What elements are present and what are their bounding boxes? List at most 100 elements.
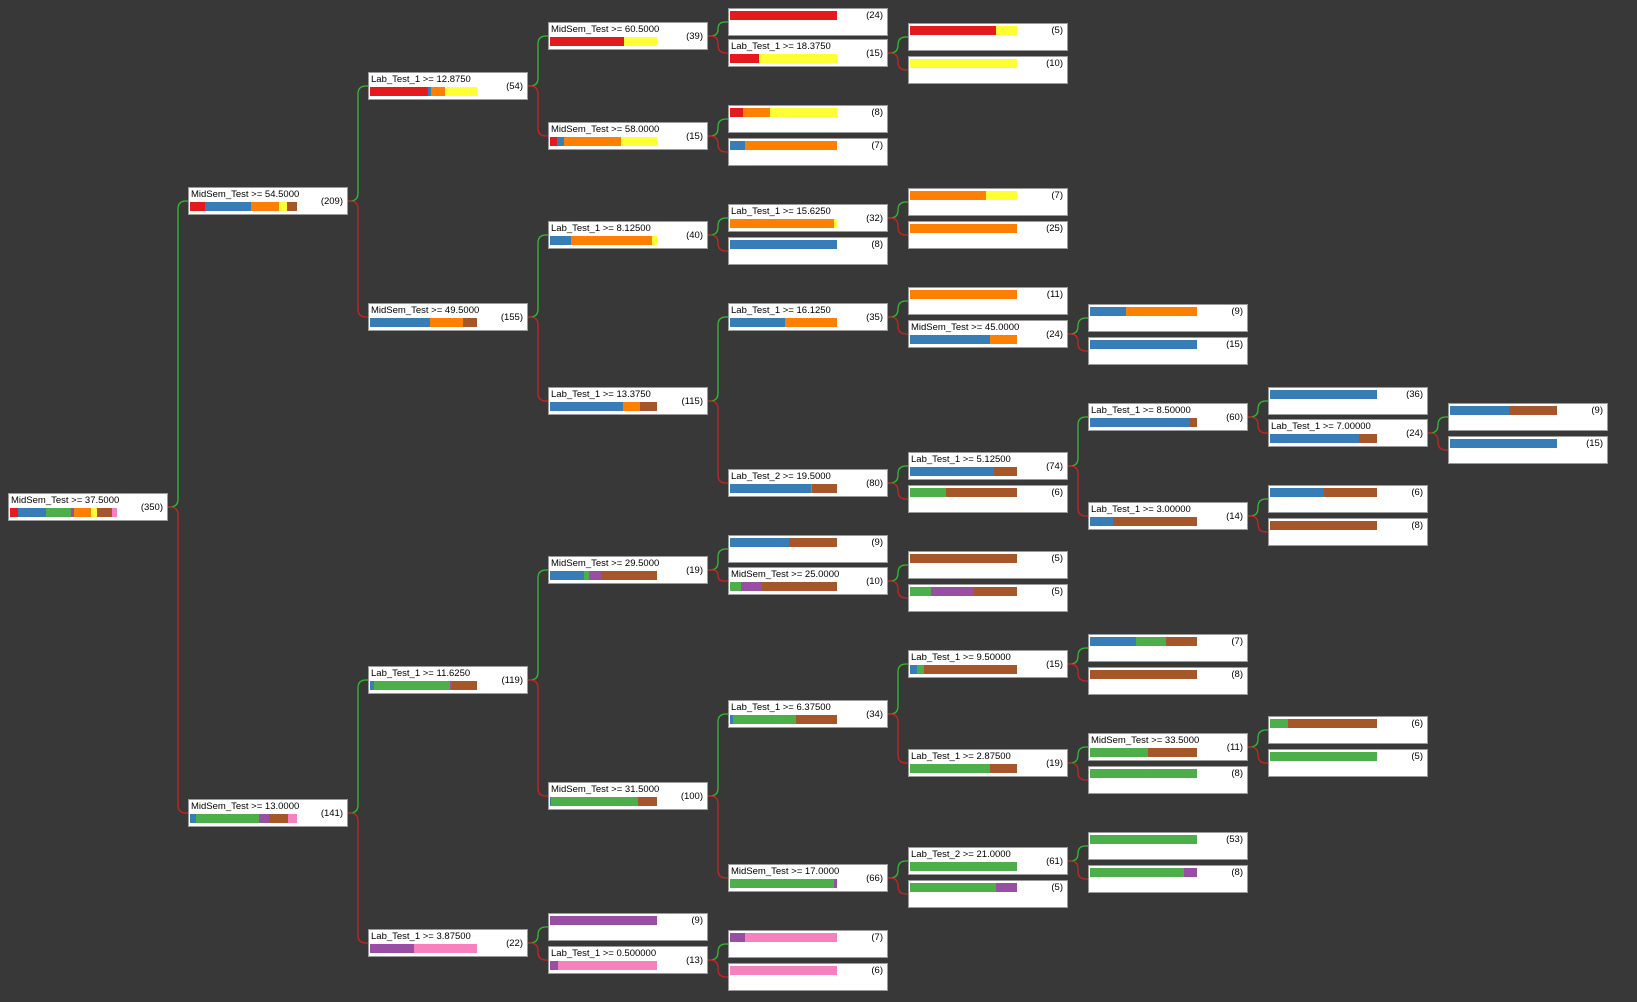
class-segment: [196, 814, 259, 823]
class-segment: [730, 108, 744, 117]
leaf-node: (5): [1268, 749, 1428, 777]
class-segment: [430, 87, 446, 96]
class-distribution-bar: [730, 538, 837, 547]
split-node: Lab_Test_1 >= 15.6250(32): [728, 204, 888, 232]
leaf-node: (15): [1448, 436, 1608, 464]
yes-branch-edge: [1068, 845, 1088, 862]
yes-branch-edge: [708, 713, 728, 797]
class-segment: [730, 538, 790, 547]
class-segment: [430, 318, 463, 327]
class-segment: [269, 814, 288, 823]
node-condition: Lab_Test_1 >= 2.87500: [911, 751, 1011, 762]
node-condition: Lab_Test_1 >= 8.12500: [551, 223, 651, 234]
node-condition: MidSem_Test >= 17.0000: [731, 866, 840, 877]
node-condition: MidSem_Test >= 58.0000: [551, 124, 660, 135]
node-condition: MidSem_Test >= 37.5000: [11, 495, 120, 506]
class-segment: [730, 240, 837, 249]
leaf-node: (8): [728, 105, 888, 133]
node-condition: Lab_Test_1 >= 3.00000: [1091, 504, 1191, 515]
no-branch-edge: [888, 482, 908, 500]
class-segment: [1090, 637, 1136, 646]
class-distribution-bar: [730, 484, 837, 493]
class-distribution-bar: [730, 966, 837, 975]
node-condition: MidSem_Test >= 25.0000: [731, 569, 840, 580]
class-segment: [833, 219, 837, 228]
class-distribution-bar: [910, 26, 1017, 35]
class-segment: [740, 582, 763, 591]
node-count: (9): [691, 915, 703, 926]
node-condition: Lab_Test_1 >= 3.87500: [371, 931, 471, 942]
leaf-node: (10): [908, 56, 1068, 84]
class-segment: [1090, 769, 1197, 778]
yes-branch-edge: [708, 118, 728, 137]
class-distribution-bar: [370, 87, 477, 96]
node-condition: Lab_Test_1 >= 9.50000: [911, 652, 1011, 663]
class-distribution-bar: [730, 318, 837, 327]
class-distribution-bar: [1270, 719, 1377, 728]
class-distribution-bar: [910, 587, 1017, 596]
class-segment: [637, 797, 657, 806]
split-node: Lab_Test_1 >= 3.00000(14): [1088, 502, 1248, 530]
no-branch-edge: [708, 135, 728, 153]
no-branch-edge: [888, 217, 908, 236]
class-distribution-bar: [910, 59, 1017, 68]
class-segment: [910, 764, 991, 773]
class-distribution-bar: [550, 916, 657, 925]
node-condition: MidSem_Test >= 54.5000: [191, 189, 300, 200]
class-distribution-bar: [910, 488, 1017, 497]
node-count: (39): [686, 31, 703, 42]
node-count: (11): [1226, 742, 1243, 753]
leaf-node: (9): [728, 535, 888, 563]
yes-branch-edge: [888, 300, 908, 318]
node-condition: MidSem_Test >= 49.5000: [371, 305, 480, 316]
class-distribution-bar: [1270, 752, 1377, 761]
class-segment: [622, 402, 641, 411]
class-distribution-bar: [730, 141, 837, 150]
node-condition: Lab_Test_1 >= 13.3750: [551, 389, 651, 400]
class-segment: [373, 681, 450, 690]
node-count: (100): [680, 791, 703, 802]
class-distribution-bar: [730, 582, 837, 591]
class-segment: [18, 508, 47, 517]
node-count: (9): [1231, 306, 1243, 317]
split-node: Lab_Test_1 >= 8.50000(60): [1088, 403, 1248, 431]
class-distribution-bar: [1090, 637, 1197, 646]
class-distribution-bar: [1090, 340, 1197, 349]
class-segment: [910, 587, 932, 596]
class-segment: [413, 944, 477, 953]
class-segment: [730, 11, 837, 20]
class-segment: [730, 966, 837, 975]
class-segment: [730, 933, 746, 942]
class-segment: [1112, 517, 1197, 526]
split-node: Lab_Test_1 >= 11.6250(119): [368, 666, 528, 694]
class-segment: [910, 554, 1017, 563]
class-segment: [550, 137, 558, 146]
node-condition: MidSem_Test >= 31.5000: [551, 784, 660, 795]
class-segment: [1148, 748, 1197, 757]
split-node: Lab_Test_1 >= 18.3750(15): [728, 39, 888, 67]
split-node: Lab_Test_1 >= 16.1250(35): [728, 303, 888, 331]
class-distribution-bar: [370, 944, 477, 953]
node-count: (155): [500, 312, 523, 323]
node-condition: Lab_Test_1 >= 11.6250: [371, 668, 471, 679]
class-segment: [557, 137, 565, 146]
class-segment: [1270, 488, 1324, 497]
yes-branch-edge: [888, 36, 908, 54]
node-count: (6): [1051, 487, 1063, 498]
class-segment: [1135, 637, 1167, 646]
class-segment: [370, 87, 428, 96]
class-segment: [370, 944, 414, 953]
class-segment: [112, 508, 117, 517]
leaf-node: (8): [1268, 518, 1428, 546]
node-count: (5): [1051, 882, 1063, 893]
node-count: (9): [1591, 405, 1603, 416]
yes-branch-edge: [1248, 729, 1268, 748]
node-count: (7): [871, 140, 883, 151]
node-count: (7): [1051, 190, 1063, 201]
class-segment: [1090, 517, 1113, 526]
class-segment: [258, 814, 270, 823]
no-branch-edge: [168, 506, 188, 814]
node-count: (13): [686, 955, 703, 966]
class-distribution-bar: [1270, 390, 1377, 399]
